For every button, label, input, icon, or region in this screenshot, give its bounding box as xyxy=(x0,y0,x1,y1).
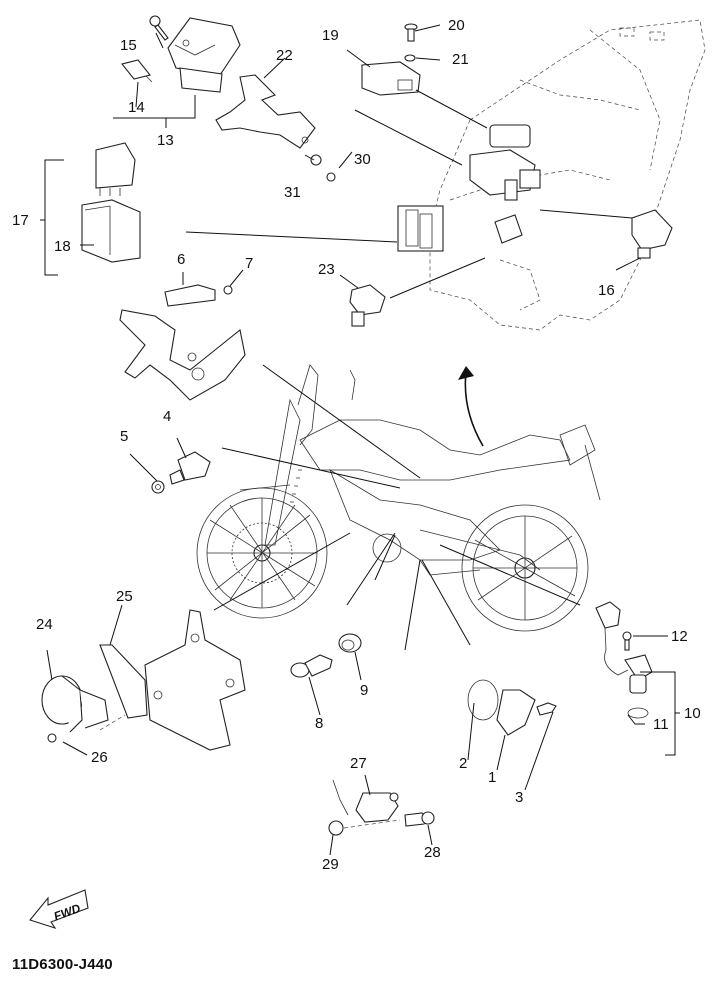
relay-17-illustration xyxy=(95,142,136,196)
callout-2[interactable]: 2 xyxy=(459,755,468,772)
grommet-9-illustration xyxy=(338,633,362,653)
relay-holder-18-illustration xyxy=(81,199,141,263)
callout-25[interactable]: 25 xyxy=(116,588,133,605)
sidestand-switch-27-illustration xyxy=(328,779,435,836)
callout-31[interactable]: 31 xyxy=(284,184,301,201)
bracket-22-illustration xyxy=(215,74,316,149)
callout-3[interactable]: 3 xyxy=(515,789,524,806)
diagram-code: 11D6300-J440 xyxy=(12,956,113,973)
screw-20-illustration xyxy=(404,23,418,62)
forward-direction-marker: FWD xyxy=(29,889,89,930)
callout-20[interactable]: 20 xyxy=(448,17,465,34)
mount-bracket-illustration xyxy=(99,609,246,751)
callout-30[interactable]: 30 xyxy=(354,151,371,168)
relay-16-illustration xyxy=(631,209,673,259)
sensor-cover-1-illustration xyxy=(496,689,557,736)
callout-12[interactable]: 12 xyxy=(671,628,688,645)
callout-26[interactable]: 26 xyxy=(91,749,108,766)
callout-15[interactable]: 15 xyxy=(120,37,137,54)
callout-8[interactable]: 8 xyxy=(315,715,324,732)
callout-17[interactable]: 17 xyxy=(12,212,29,229)
leader-lines xyxy=(40,24,680,856)
relay-23-illustration xyxy=(349,284,386,327)
callout-14[interactable]: 14 xyxy=(128,99,145,116)
switch-8-illustration xyxy=(290,654,333,678)
grommet-31-illustration xyxy=(310,154,336,182)
callout-10[interactable]: 10 xyxy=(684,705,701,722)
callout-13[interactable]: 13 xyxy=(157,132,174,149)
callout-23[interactable]: 23 xyxy=(318,261,335,278)
callout-22[interactable]: 22 xyxy=(276,47,293,64)
mounted-fuse-box xyxy=(397,124,541,252)
callout-28[interactable]: 28 xyxy=(424,844,441,861)
callout-4[interactable]: 4 xyxy=(163,408,172,425)
callout-16[interactable]: 16 xyxy=(598,282,615,299)
callout-27[interactable]: 27 xyxy=(350,755,367,772)
starter-relay-illustration xyxy=(167,17,241,93)
callout-6[interactable]: 6 xyxy=(177,251,186,268)
sensor-module-6-illustration xyxy=(119,284,246,401)
callout-9[interactable]: 9 xyxy=(360,682,369,699)
callout-1[interactable]: 1 xyxy=(488,769,497,786)
speed-sensor-10-illustration xyxy=(595,601,653,719)
callout-24[interactable]: 24 xyxy=(36,616,53,633)
callout-21[interactable]: 21 xyxy=(452,51,469,68)
callout-11[interactable]: 11 xyxy=(653,716,669,733)
callout-18[interactable]: 18 xyxy=(54,238,71,255)
callout-5[interactable]: 5 xyxy=(120,428,129,445)
callout-19[interactable]: 19 xyxy=(322,27,339,44)
fuse-14-illustration xyxy=(121,59,153,83)
o-ring-2-illustration xyxy=(467,679,499,721)
temperature-sensor-4-illustration xyxy=(151,451,211,494)
callout-7[interactable]: 7 xyxy=(245,255,254,272)
bolt-15-illustration xyxy=(149,15,169,41)
fuse-box-19-illustration xyxy=(361,61,421,96)
motorcycle-illustration xyxy=(196,364,601,632)
horn-24-illustration xyxy=(41,675,109,743)
cover-25-illustration xyxy=(99,644,148,719)
callout-29[interactable]: 29 xyxy=(322,856,339,873)
